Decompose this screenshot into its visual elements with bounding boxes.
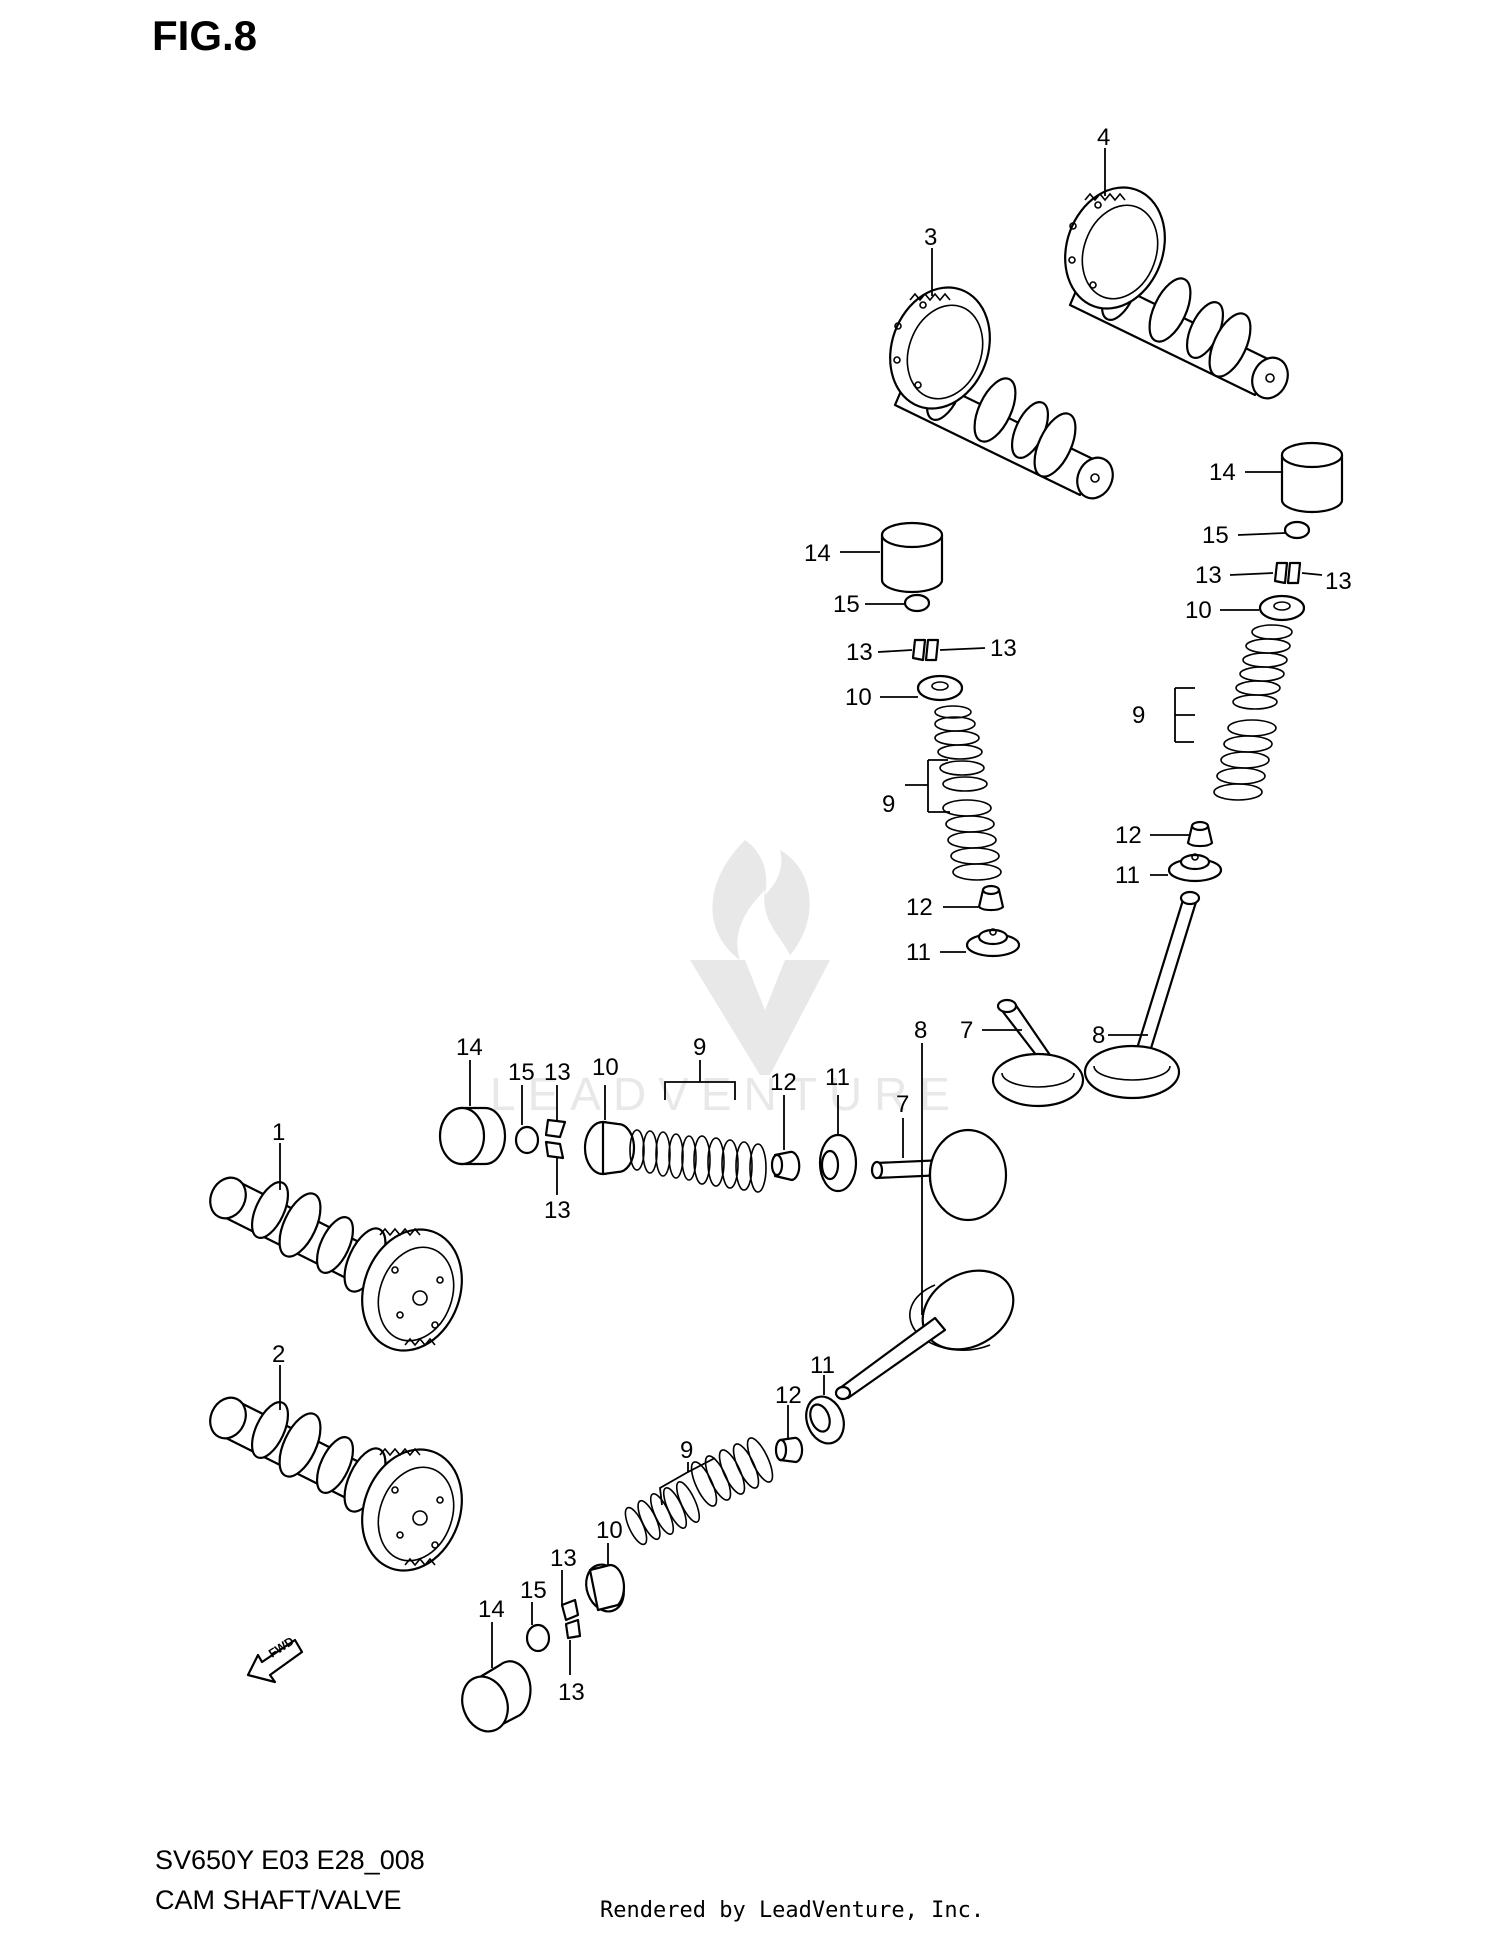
callout-13-lower-bottom: 13 [558,1679,585,1706]
callout-11-upper-center: 11 [906,939,931,966]
lower-diagonal-valve-assembly [461,1269,1015,1733]
callout-12-upper-right: 12 [1115,822,1142,849]
callout-8-upper-right: 8 [1092,1022,1105,1049]
callout-12-lower: 12 [775,1382,802,1409]
callout-13-lower-top: 13 [550,1545,577,1572]
callout-10-middle: 10 [592,1054,619,1081]
forward-arrow-icon: FWD [246,1634,304,1684]
callout-7-upper-center: 7 [960,1017,973,1044]
callout-13-upper-right-right: 13 [1325,568,1352,595]
camshaft-4 [1064,186,1289,400]
callout-13-upper-right-left: 13 [1195,562,1222,589]
callout-3: 3 [924,224,937,251]
callout-13-middle-bottom: 13 [544,1197,571,1224]
callout-15-upper-center: 15 [833,591,860,618]
upper-center-valve-assembly [880,521,1085,1108]
callout-12-middle: 12 [770,1069,797,1096]
callout-8-lower: 8 [914,1017,927,1044]
callout-9-lower: 9 [680,1437,693,1464]
callout-9-upper-center: 9 [882,791,895,818]
callout-10-lower: 10 [596,1517,623,1544]
watermark-logo: LEADVENTURE [490,840,962,1120]
callout-numbers: 4 3 1 2 14 15 13 13 10 9 12 11 7 14 15 1… [272,124,1352,1706]
figure-title: FIG.8 [152,12,258,59]
callout-14-upper-center: 14 [804,540,831,567]
callout-15-upper-right: 15 [1202,522,1229,549]
callout-10-upper-right: 10 [1185,597,1212,624]
callout-1: 1 [272,1119,285,1146]
callout-7-middle: 7 [896,1091,909,1118]
callout-11-lower: 11 [810,1352,835,1379]
callout-12-upper-center: 12 [906,894,933,921]
callout-14-lower: 14 [478,1596,505,1623]
callout-13-upper-center-right: 13 [990,635,1017,662]
watermark-text: LEADVENTURE [490,1068,962,1120]
callout-14-middle: 14 [456,1034,483,1061]
callout-13-upper-center-left: 13 [846,639,873,666]
callout-10-upper-center: 10 [845,684,872,711]
callout-9-upper-right: 9 [1132,702,1145,729]
section-title: CAM SHAFT/VALVE [155,1885,402,1915]
model-code: SV650Y E03 E28_008 [155,1845,425,1875]
camshaft-1 [209,1176,463,1352]
middle-horizontal-valve-assembly [438,1106,1008,1222]
camshaft-2 [209,1396,463,1572]
callout-2: 2 [272,1341,285,1368]
rendered-by-credit: Rendered by LeadVenture, Inc. [600,1898,985,1923]
callout-11-middle: 11 [825,1064,850,1091]
upper-right-valve-assembly [1083,441,1344,1100]
callout-11-upper-right: 11 [1115,862,1140,889]
callout-9-middle: 9 [693,1034,706,1061]
callout-13-middle-top: 13 [544,1059,571,1086]
callout-14-upper-right: 14 [1209,459,1236,486]
callout-15-middle: 15 [508,1059,535,1086]
callout-4: 4 [1097,124,1110,151]
leader-lines [279,148,1323,1675]
callout-15-lower: 15 [520,1577,547,1604]
camshaft-3 [889,286,1114,500]
